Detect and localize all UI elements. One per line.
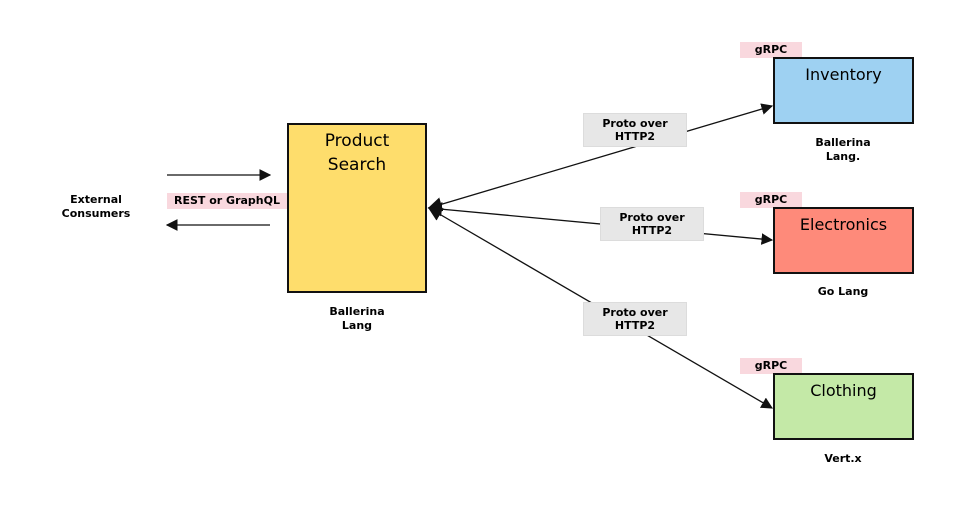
clothing-protocol-tag: gRPC — [740, 358, 802, 374]
clothing-box[interactable]: Clothing — [773, 373, 914, 440]
electronics-lang: Go Lang — [817, 285, 869, 298]
inventory-link-label: Proto over HTTP2 — [583, 113, 687, 147]
external-consumers-label: External Consumers — [61, 193, 131, 220]
clothing-lang: Vert.x — [824, 452, 862, 465]
electronics-link-label: Proto over HTTP2 — [600, 207, 704, 241]
inventory-box[interactable]: Inventory — [773, 57, 914, 124]
inventory-protocol-tag: gRPC — [740, 42, 802, 58]
inventory-lang: Ballerina Lang. — [815, 136, 871, 163]
clothing-link-label: Proto over HTTP2 — [583, 302, 687, 336]
interface-tag: REST or GraphQL — [167, 193, 287, 209]
link-inventory — [427, 103, 774, 212]
product-search-title: Product Search — [324, 131, 390, 175]
electronics-protocol-tag: gRPC — [740, 192, 802, 208]
clothing-title: Clothing — [810, 381, 877, 400]
product-search-lang: Ballerina Lang — [329, 305, 385, 332]
product-search-box[interactable]: Product Search — [287, 123, 427, 293]
inventory-title: Inventory — [805, 65, 882, 84]
electronics-title: Electronics — [799, 215, 888, 234]
electronics-box[interactable]: Electronics — [773, 207, 914, 274]
